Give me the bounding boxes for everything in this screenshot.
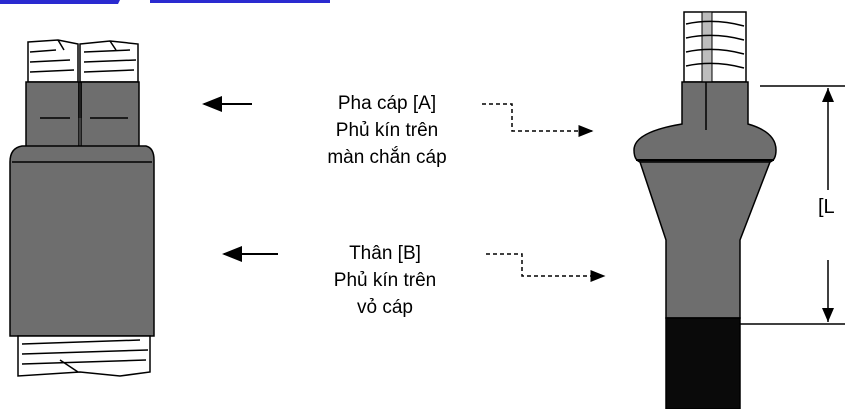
label-body-jacket: Thân [B] Phủ kín trên vỏ cáp (290, 240, 480, 321)
label-body-line3: vỏ cáp (357, 297, 413, 318)
label-body-line1: Thân [B] (349, 243, 421, 264)
left-body-sleeve (9, 145, 155, 337)
right-conductor-top (683, 11, 747, 83)
label-phase-line1: Pha cáp [A] (337, 93, 437, 114)
top-fragment (0, 0, 330, 4)
left-termination (9, 39, 155, 377)
arrow-body-right (486, 253, 606, 282)
arrow-phase-right (482, 103, 594, 137)
left-phase-sleeves (25, 81, 140, 151)
label-phase-line3: màn chắn cáp (327, 147, 447, 168)
label-phase-shield: Pha cáp [A] Phủ kín trên màn chắn cáp (292, 90, 482, 171)
right-termination (633, 11, 777, 409)
right-phase-sleeve (633, 81, 777, 163)
left-armour-bottom (17, 335, 151, 377)
right-cable-jacket (665, 317, 741, 409)
right-body-sleeve (638, 161, 772, 319)
left-conductor-top (27, 39, 139, 83)
label-phase-line2: Phủ kín trên (335, 120, 439, 141)
dimension-label: [L (818, 196, 835, 218)
label-body-line2: Phủ kín trên (333, 270, 437, 291)
